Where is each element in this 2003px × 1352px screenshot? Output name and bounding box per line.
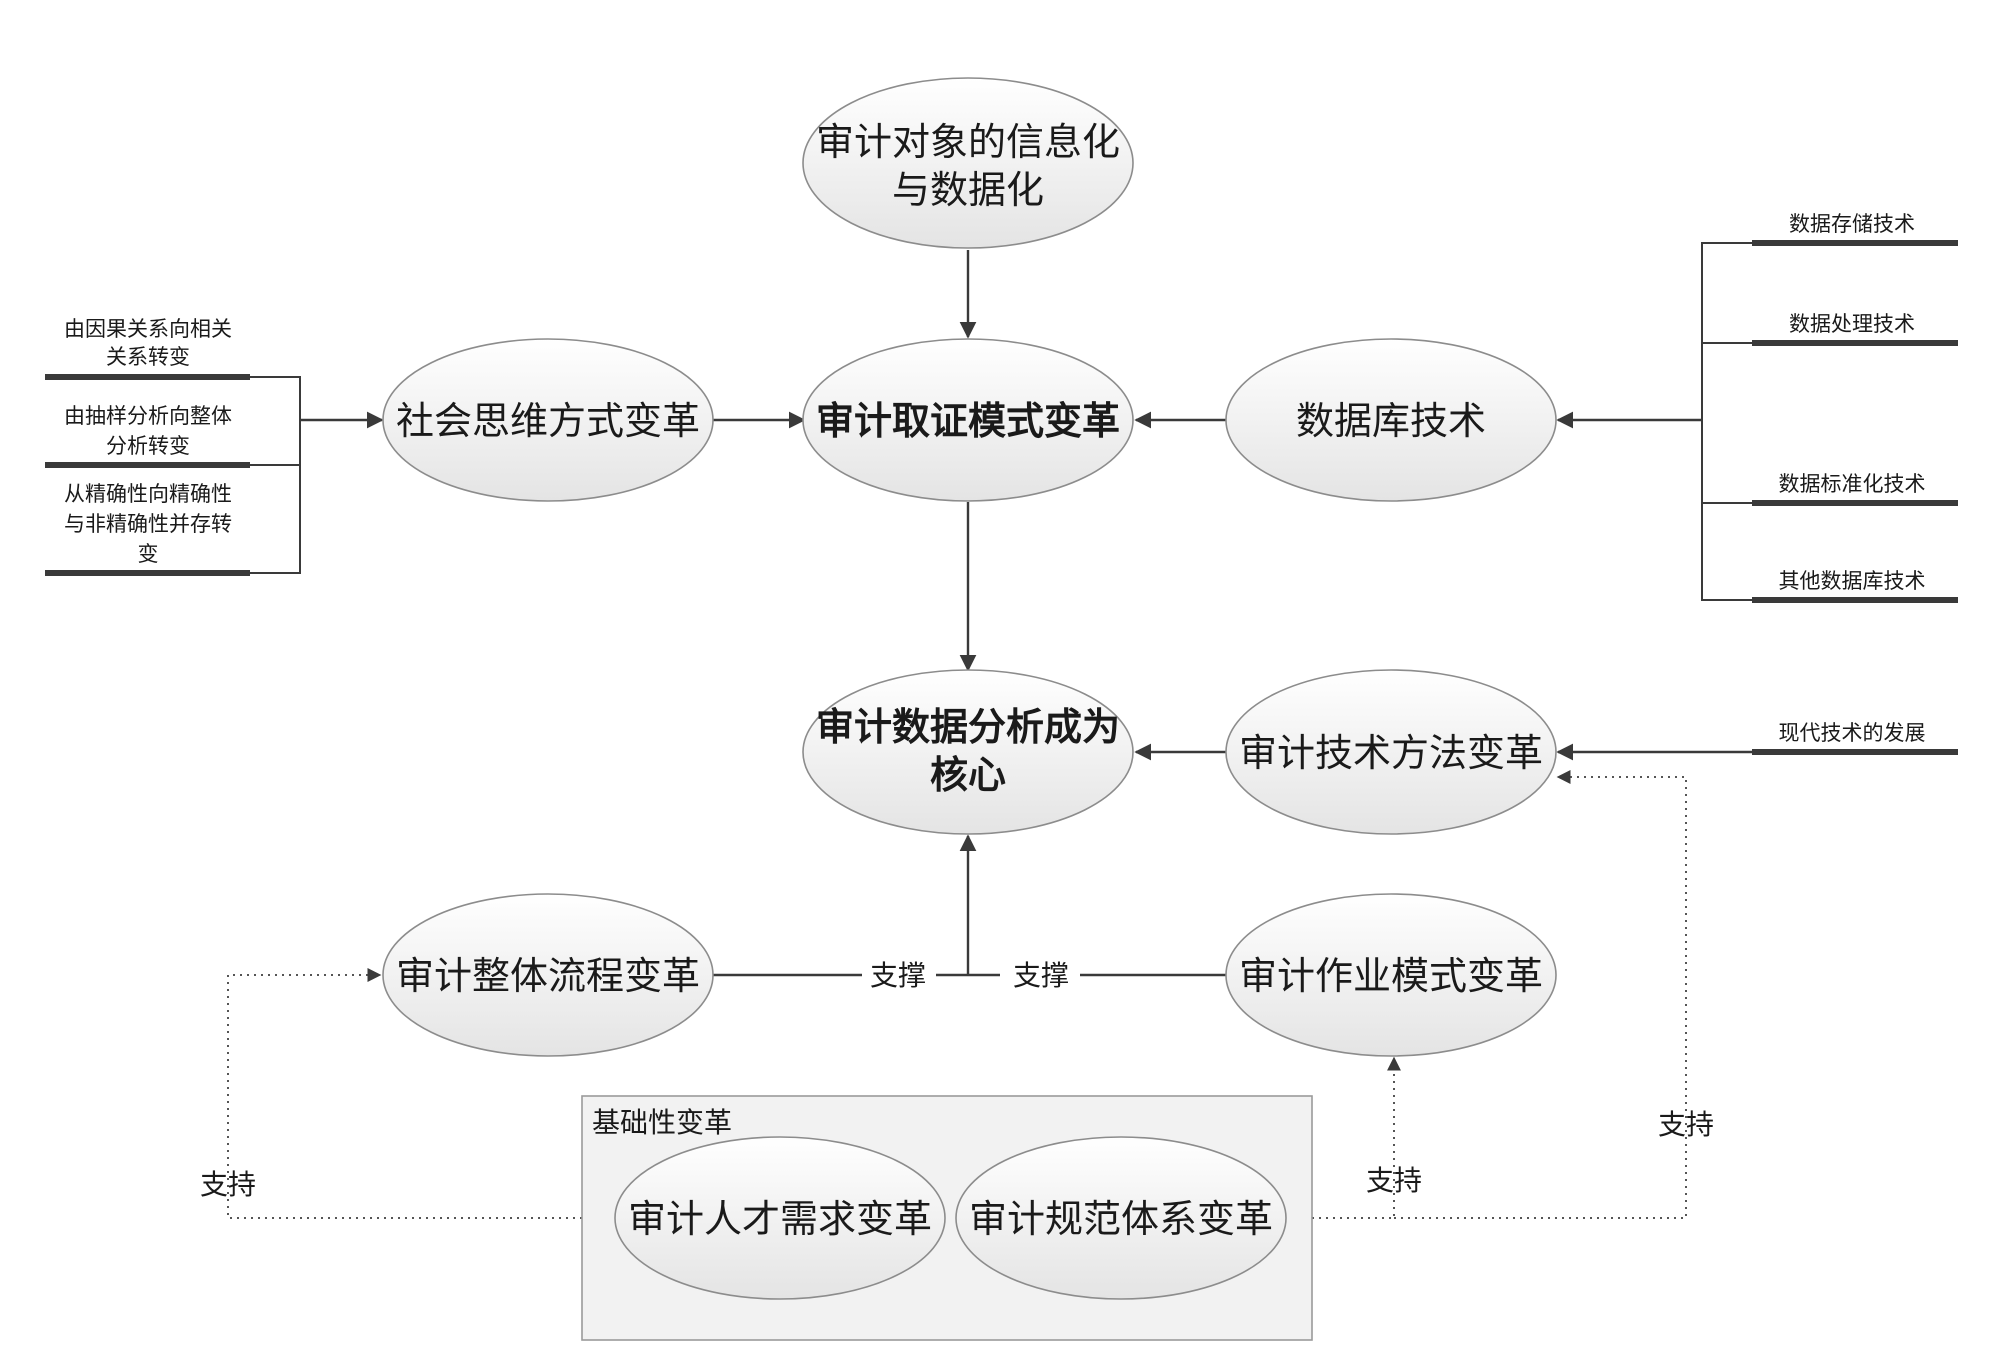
node-database-tech-shape [1225, 338, 1557, 502]
node-operation-mode-shape [1225, 893, 1557, 1057]
right-input-standardization: 数据标准化技术 [1779, 472, 1926, 496]
left-input-sampling-line1: 由抽样分析向整体 [64, 404, 232, 428]
left-inputs: 由因果关系向相关 关系转变 由抽样分析向整体 分析转变 从精确性向精确性 与非精… [45, 317, 250, 576]
node-data-analysis-core-line1: 审计数据分析成为 [816, 705, 1120, 749]
node-social-thinking: 社会思维方式变革 [382, 338, 714, 502]
right-inputs: 数据存储技术 数据处理技术 数据标准化技术 其他数据库技术 现代技术的发展 [1752, 212, 1958, 755]
node-evidence-mode-label: 审计取证模式变革 [816, 399, 1120, 443]
left-input-precision-line1: 从精确性向精确性 [64, 482, 232, 506]
node-database-tech: 数据库技术 [1225, 338, 1557, 502]
node-tech-method-shape [1225, 669, 1557, 835]
node-overall-process-label: 审计整体流程变革 [396, 954, 700, 998]
node-tech-method: 审计技术方法变革 [1225, 669, 1557, 835]
left-input-precision-line2: 与非精确性并存转 [64, 512, 232, 536]
edge-label-support-right: 支撑 [1013, 959, 1069, 992]
node-overall-process: 审计整体流程变革 [382, 893, 714, 1057]
node-evidence-mode-shape [802, 338, 1134, 502]
node-norm-system-shape [955, 1136, 1287, 1300]
node-tech-method-label: 审计技术方法变革 [1239, 731, 1543, 775]
node-data-analysis-core: 审计数据分析成为 核心 [802, 669, 1134, 835]
node-data-analysis-core-line2: 核心 [930, 753, 1006, 797]
edge-label-hold-operation: 支持 [1366, 1164, 1422, 1197]
dotted-group-to-process [227, 968, 582, 1219]
node-talent-demand: 审计人才需求变革 [614, 1136, 946, 1300]
node-operation-mode-label: 审计作业模式变革 [1239, 954, 1543, 998]
node-evidence-mode: 审计取证模式变革 [802, 338, 1134, 502]
node-social-thinking-label: 社会思维方式变革 [396, 399, 700, 443]
node-norm-system: 审计规范体系变革 [955, 1136, 1287, 1300]
node-social-thinking-shape [382, 338, 714, 502]
node-talent-demand-shape [614, 1136, 946, 1300]
node-object-informatization-line1: 审计对象的信息化 [816, 120, 1120, 164]
left-bracket [250, 376, 301, 574]
edge-label-hold-techmethod: 支持 [1658, 1108, 1714, 1141]
node-object-informatization-shape [802, 77, 1134, 249]
modern-tech-label: 现代技术的发展 [1779, 721, 1926, 745]
right-bracket [1701, 242, 1752, 601]
node-overall-process-shape [382, 893, 714, 1057]
left-input-causal-line1: 由因果关系向相关 [64, 317, 232, 341]
edge-labels: 支撑 支撑 支持 支持 支持 [200, 959, 1714, 1201]
left-input-causal: 由因果关系向相关 关系转变 [45, 317, 250, 380]
left-input-precision: 从精确性向精确性 与非精确性并存转 变 [45, 482, 250, 576]
right-input-other: 其他数据库技术 [1779, 569, 1926, 593]
right-input-storage: 数据存储技术 [1789, 212, 1915, 236]
left-input-causal-line2: 关系转变 [106, 345, 190, 369]
foundational-reform-title: 基础性变革 [592, 1106, 732, 1139]
node-database-tech-label: 数据库技术 [1296, 399, 1486, 443]
right-input-processing: 数据处理技术 [1789, 312, 1915, 336]
edge-label-support-left: 支撑 [870, 959, 926, 992]
edge-label-hold-left: 支持 [200, 1168, 256, 1201]
left-input-sampling: 由抽样分析向整体 分析转变 [45, 404, 250, 468]
nodes: 审计对象的信息化 与数据化 审计取证模式变革 社会思维方式变革 数据库技术 审计… [382, 77, 1557, 1300]
left-input-sampling-line2: 分析转变 [106, 434, 190, 458]
edges [227, 242, 1752, 1219]
node-operation-mode: 审计作业模式变革 [1225, 893, 1557, 1057]
node-data-analysis-core-shape [802, 669, 1134, 835]
left-input-precision-line3: 变 [138, 542, 159, 566]
node-norm-system-label: 审计规范体系变革 [969, 1197, 1273, 1241]
node-object-informatization-line2: 与数据化 [892, 168, 1044, 212]
dotted-group-to-techmethod [1394, 770, 1687, 1219]
node-object-informatization: 审计对象的信息化 与数据化 [802, 77, 1134, 249]
node-talent-demand-label: 审计人才需求变革 [628, 1197, 932, 1241]
